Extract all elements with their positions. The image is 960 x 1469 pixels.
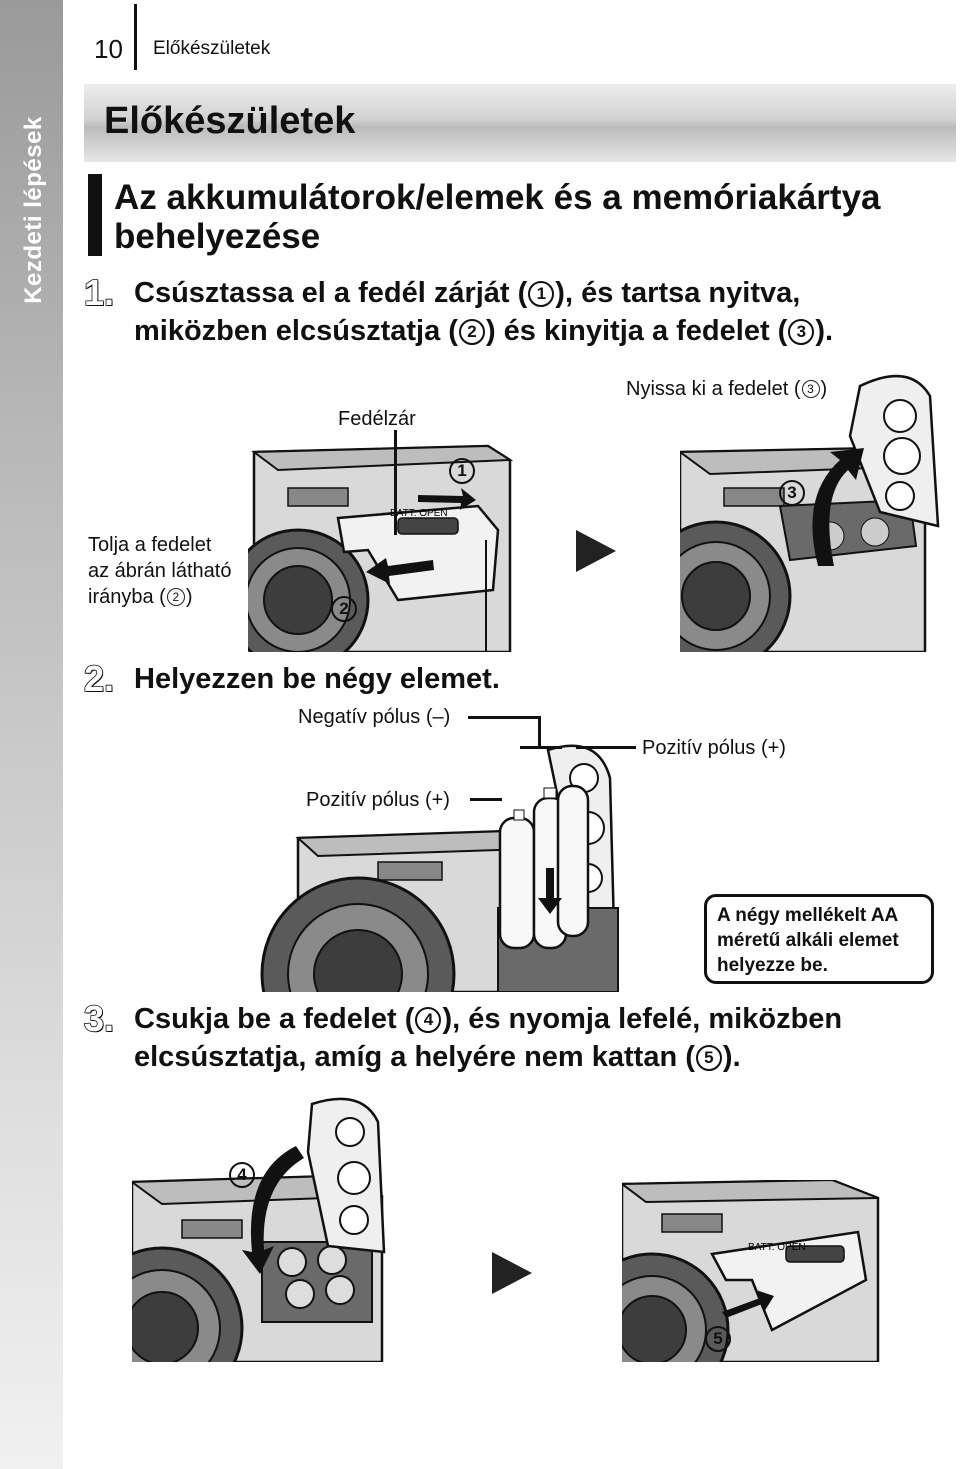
camera-illustration-latch: BATT. OPEN xyxy=(248,444,514,652)
step-2-text: Helyezzen be négy elemet. xyxy=(134,663,500,695)
label-open-cover: Nyissa ki a fedelet (3) xyxy=(626,378,828,400)
marker-5: 5 xyxy=(704,1326,732,1354)
step-3-number: 3. xyxy=(83,997,115,1040)
next-arrow-1 xyxy=(576,530,616,572)
step-2-number: 2. xyxy=(83,657,115,700)
label-cover-latch: Fedélzár xyxy=(338,408,416,430)
label-negative-pole: Negatív pólus (–) xyxy=(298,706,451,728)
step-1-marker-2: 2 xyxy=(458,319,485,345)
subheading-bar xyxy=(88,174,102,256)
label-push-direction: Tolja a fedelet az ábrán látható irányba… xyxy=(88,534,232,608)
latch-text-2: BATT. OPEN xyxy=(748,1242,806,1253)
latch-text: BATT. OPEN xyxy=(390,508,448,519)
step-1-marker-3: 3 xyxy=(788,319,815,345)
camera-illustration-open xyxy=(680,374,940,652)
leader-line-latch xyxy=(394,430,397,535)
step-1-number: 1. xyxy=(83,271,115,314)
marker-1: 1 xyxy=(448,458,476,486)
marker-3: 3 xyxy=(778,480,806,508)
label-positive-pole-right: Pozitív pólus (+) xyxy=(642,737,786,759)
leader-positive-right xyxy=(576,746,636,749)
label-positive-pole-left: Pozitív pólus (+) xyxy=(306,789,450,811)
leader-negative-fork xyxy=(520,746,562,749)
side-tab xyxy=(0,0,63,1469)
title-bar xyxy=(84,84,956,162)
next-arrow-2 xyxy=(492,1252,532,1294)
step-1-marker-1: 1 xyxy=(528,281,555,307)
camera-illustration-close xyxy=(132,1097,386,1362)
step-1-text: Csúsztassa el a fedél zárját (1), és tar… xyxy=(134,277,834,347)
step-3-text: Csukja be a fedelet (4), és nyomja lefel… xyxy=(134,1003,843,1073)
camera-illustration-closed: BATT. OPEN xyxy=(622,1180,880,1362)
page-title: Előkészületek xyxy=(104,100,356,142)
step-3-marker-4: 4 xyxy=(415,1007,442,1033)
camera-illustration-batteries xyxy=(260,744,619,992)
marker-2: 2 xyxy=(330,596,358,624)
callout-batteries: A négy mellékelt AA méretű alkáli elemet… xyxy=(704,894,934,984)
leader-negative-h xyxy=(468,716,540,719)
step-3-marker-5: 5 xyxy=(695,1045,722,1071)
header-section-title: Előkészületek xyxy=(153,38,271,59)
leader-negative-v xyxy=(538,716,541,748)
marker-4: 4 xyxy=(228,1162,256,1190)
leader-positive-left xyxy=(470,798,502,801)
side-tab-label: Kezdeti lépések xyxy=(20,116,47,304)
header-rule xyxy=(134,4,137,70)
subheading: Az akkumulátorok/elemek és a memóriakárt… xyxy=(114,178,881,256)
page-number: 10 xyxy=(94,34,123,64)
